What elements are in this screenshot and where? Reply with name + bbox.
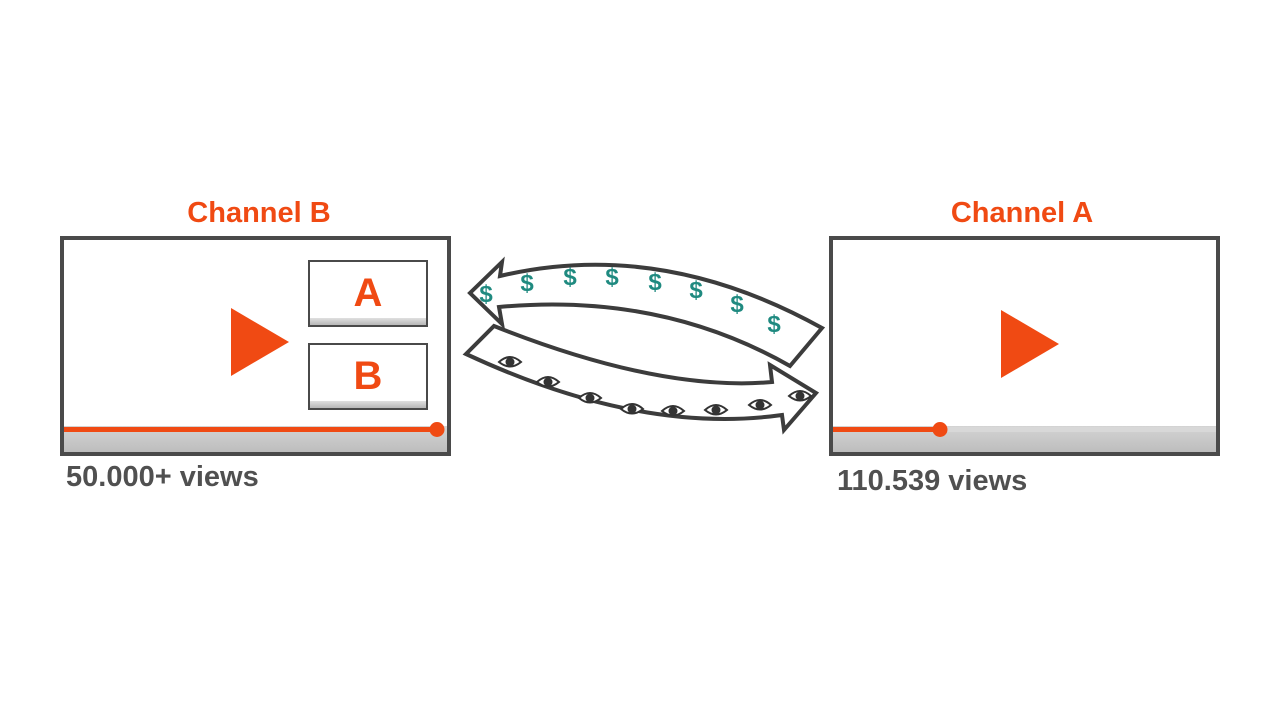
thumbnail-box-b: B <box>308 343 428 410</box>
eye-symbols <box>497 356 813 417</box>
dollar-icon: $ <box>689 277 703 304</box>
thumbnail-box-a: A <box>308 260 428 327</box>
channel-a-progress-remaining <box>940 427 1216 432</box>
channel-a-progress-bar <box>833 427 941 432</box>
money-flow-arrow: $ $ $ $ $ $ $ $ <box>467 256 826 369</box>
views-flow-arrow <box>462 323 820 435</box>
channel-b-play-icon <box>231 308 289 376</box>
channel-a-progress-knob <box>932 422 948 437</box>
eye-icon <box>703 404 729 416</box>
channel-a-progress-track <box>833 422 1216 452</box>
dollar-icon: $ <box>520 270 534 297</box>
channel-b-views: 50.000+ views <box>66 461 259 493</box>
channel-b-progress-bar <box>64 427 437 432</box>
eye-icon <box>497 356 523 368</box>
channel-a-title: Channel A <box>950 197 1094 229</box>
dollar-icon: $ <box>479 281 493 308</box>
channel-b-video-player: A B <box>60 236 451 456</box>
dollar-icon: $ <box>648 269 662 296</box>
channel-a-video-player <box>829 236 1220 456</box>
dollar-icon: $ <box>730 291 744 318</box>
eye-icon <box>747 399 773 411</box>
eye-icon <box>660 405 686 417</box>
money-symbols: $ $ $ $ $ $ $ $ <box>479 264 781 338</box>
eye-icon <box>787 390 813 402</box>
eye-icon <box>535 376 561 388</box>
channel-a-play-icon <box>1001 310 1059 378</box>
channel-b-progress-track <box>64 422 447 452</box>
eye-icon <box>619 403 645 415</box>
dollar-icon: $ <box>605 264 619 291</box>
eye-icon <box>577 392 603 404</box>
channel-a-views: 110.539 views <box>837 465 1028 497</box>
dollar-icon: $ <box>767 311 781 338</box>
channel-b-title: Channel B <box>187 197 331 229</box>
channel-b-progress-knob <box>429 422 445 437</box>
dollar-icon: $ <box>563 264 577 291</box>
